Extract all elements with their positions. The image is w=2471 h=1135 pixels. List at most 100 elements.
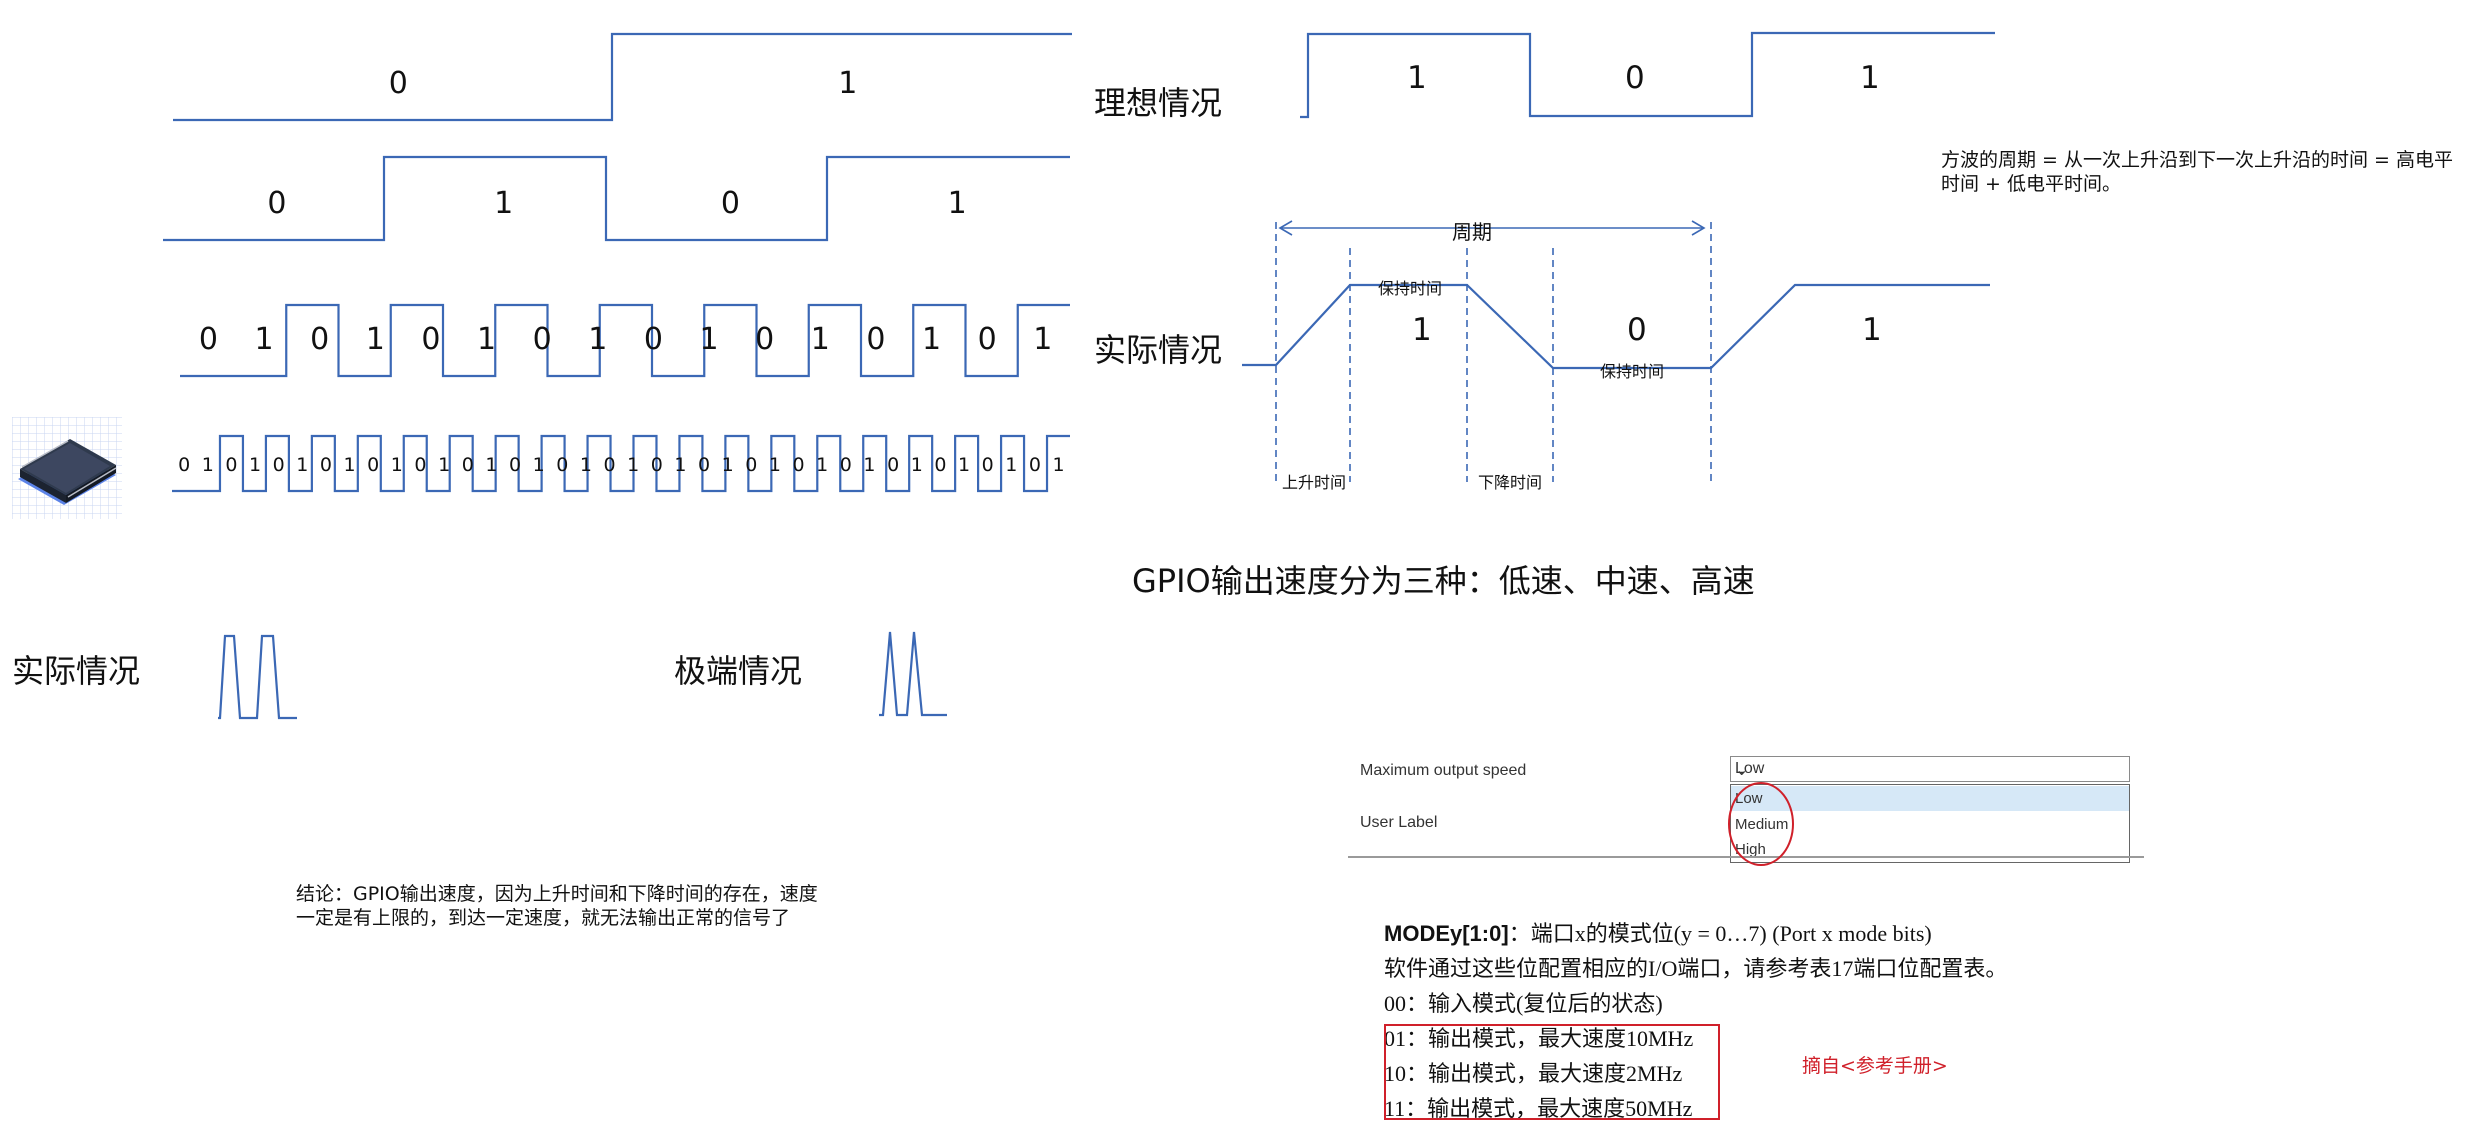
row4-bit: 0 — [319, 454, 332, 476]
row4-bit: 1 — [1052, 454, 1065, 476]
gpio-speed-title: GPIO输出速度分为三种：低速、中速、高速 — [1132, 562, 1755, 600]
row4-bit: 1 — [390, 454, 403, 476]
row3-bit: 1 — [1033, 322, 1053, 357]
row4-bit: 1 — [627, 454, 640, 476]
row1-bit: 0 — [388, 66, 408, 101]
row3-bit: 1 — [921, 322, 942, 357]
wave-row-4 — [172, 434, 1070, 493]
row4-bit: 0 — [934, 454, 947, 476]
row4-bit: 0 — [792, 454, 805, 476]
row4-bit: 1 — [249, 454, 262, 476]
row3-bit: 0 — [977, 322, 997, 357]
row4-bit: 1 — [201, 454, 214, 476]
ref-line-6: 11：输出模式，最大速度50MHz — [1384, 1096, 1693, 1121]
wave-row-2 — [163, 155, 1070, 242]
row4-bit: 0 — [745, 454, 758, 476]
row2-bit: 1 — [947, 186, 967, 221]
wave-row-1 — [173, 32, 1072, 122]
highlight-box — [1384, 1024, 1720, 1120]
source-note: 摘自<参考手册> — [1802, 1055, 1948, 1077]
ref-line-5: 10：输出模式，最大速度2MHz — [1384, 1061, 1683, 1086]
ref-line-1-rest: ：端口x的模式位(y = 0…7) (Port x mode bits) — [1508, 921, 1932, 946]
wave-ideal — [1300, 31, 1995, 119]
row4-bit: 0 — [981, 454, 994, 476]
row3-bit: 1 — [365, 322, 385, 357]
row4-bit: 0 — [556, 454, 569, 476]
row4-bit: 1 — [768, 454, 781, 476]
row4-bit: 1 — [532, 454, 545, 476]
row4-bit: 0 — [603, 454, 616, 476]
ref-line-4: 01：输出模式，最大速度10MHz — [1384, 1026, 1694, 1051]
ref-line-3: 00：输入模式(复位后的状态) — [1384, 991, 1663, 1016]
row4-bit: 0 — [1028, 454, 1041, 476]
ref-line-1: MODEy[1:0]：端口x的模式位(y = 0…7) (Port x mode… — [1384, 916, 1932, 948]
pulse-extreme — [879, 631, 947, 717]
wave-row-3 — [180, 303, 1070, 378]
row4-bit: 1 — [1005, 454, 1018, 476]
conclusion-text: 结论：GPIO输出速度，因为上升时间和下降时间的存在，速度一定是有上限的，到达一… — [296, 883, 818, 929]
row4-bit: 1 — [721, 454, 734, 476]
hold-time-high-label: 保持时间 — [1378, 279, 1443, 298]
row3-bit: 0 — [643, 322, 663, 357]
row2-bit: 0 — [720, 186, 740, 221]
row4-bit: 0 — [225, 454, 238, 476]
actual-bit-3: 1 — [1862, 312, 1882, 348]
row4-bit: 1 — [674, 454, 687, 476]
wave-actual — [1242, 283, 1990, 370]
row3-bit: 0 — [866, 322, 886, 357]
mcu-chip-icon — [12, 417, 122, 519]
row4-bit: 1 — [910, 454, 923, 476]
pulse-actual — [218, 634, 297, 720]
row4-bit: 1 — [485, 454, 498, 476]
ideal-bit-3: 1 — [1860, 60, 1880, 96]
actual-bit-1: 1 — [1412, 312, 1432, 348]
actual-label: 实际情况 — [1094, 331, 1223, 369]
highlight-circle — [1728, 782, 1794, 866]
row2-bit: 0 — [267, 186, 287, 221]
row3-bit: 0 — [421, 322, 441, 357]
row3-bit: 0 — [532, 322, 552, 357]
row4-bit: 0 — [650, 454, 663, 476]
period-label: 周期 — [1452, 220, 1492, 244]
row4-bit: 0 — [367, 454, 380, 476]
row4-bit: 1 — [579, 454, 592, 476]
ideal-bit-1: 1 — [1407, 60, 1427, 96]
hold-time-low-label: 保持时间 — [1600, 362, 1665, 381]
row4-bit: 0 — [508, 454, 522, 476]
row4-bit: 0 — [414, 454, 427, 476]
row4-bit: 0 — [272, 454, 285, 476]
row4-bit: 1 — [343, 454, 356, 476]
row4-bit: 0 — [698, 454, 711, 476]
ideal-label: 理想情况 — [1094, 84, 1223, 122]
period-formula: 方波的周期 = 从一次上升沿到下一次上升沿的时间 = 高电平时间 + 低电平时间… — [1941, 149, 2453, 195]
row3-bit: 0 — [198, 322, 218, 357]
row4-bit: 1 — [816, 454, 829, 476]
pulse-actual-label: 实际情况 — [12, 652, 141, 690]
row3-bit: 1 — [699, 322, 719, 357]
row4-bit: 0 — [461, 454, 474, 476]
row4-bit: 0 — [839, 454, 852, 476]
row3-bit: 1 — [588, 322, 608, 357]
ideal-bit-2: 0 — [1625, 60, 1645, 96]
user-label-label: User Label — [1360, 814, 1438, 831]
ref-line-2: 软件通过这些位配置相应的I/O端口，请参考表17端口位配置表。 — [1384, 956, 2008, 981]
row3-bit: 1 — [810, 322, 830, 357]
row4-bit: 0 — [887, 454, 900, 476]
selected-speed: Low — [1735, 760, 1765, 777]
row4-bit: 1 — [296, 454, 309, 476]
max-output-speed-select[interactable]: Low ⌄ — [1730, 756, 2130, 782]
row3-bit: 0 — [310, 322, 330, 357]
fall-time-label: 下降时间 — [1478, 473, 1543, 492]
row4-bit: 1 — [863, 454, 876, 476]
row2-bit: 1 — [494, 186, 514, 221]
rise-time-label: 上升时间 — [1282, 473, 1347, 492]
row3-bit: 1 — [476, 322, 497, 357]
max-output-speed-label: Maximum output speed — [1360, 762, 1527, 779]
ref-bold-field: MODEy[1:0] — [1384, 921, 1509, 946]
actual-bit-2: 0 — [1627, 312, 1647, 348]
row4-bit: 0 — [178, 454, 191, 476]
pulse-extreme-label: 极端情况 — [674, 652, 803, 690]
chevron-down-icon: ⌄ — [1735, 762, 1749, 779]
row3-bit: 0 — [755, 322, 775, 357]
